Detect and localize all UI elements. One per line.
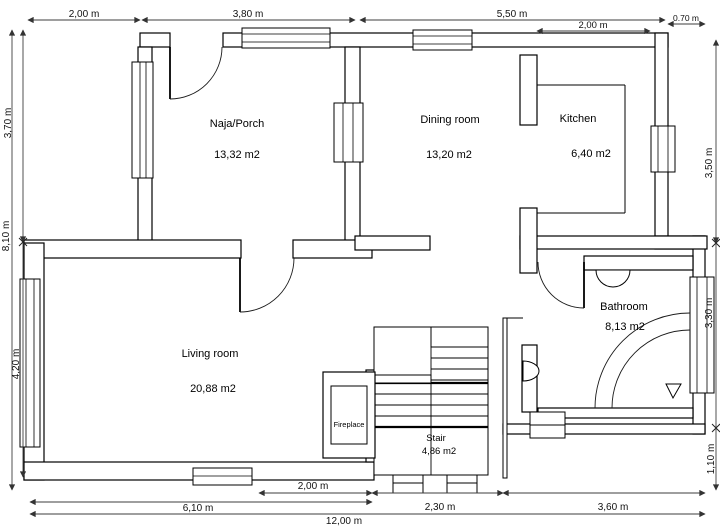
dim-label-top-right: 5,50 m [497, 9, 528, 20]
dim-label-left-upper: 3,70 m [3, 108, 14, 139]
windows [19, 27, 715, 486]
window-dining-top [412, 29, 473, 51]
wall-kitchen-south [519, 235, 708, 250]
room-area-kitchen: 6,40 m2 [571, 148, 611, 160]
door-porch-entry [169, 46, 223, 100]
window-kitchen-east [650, 125, 676, 173]
dim-label-top-step: 0.70 m [673, 13, 699, 23]
dim-label-bottom-total: 12,00 m [326, 516, 362, 527]
shower-enclosure-icon [594, 312, 691, 409]
dim-label-top-porch: 3,80 m [233, 9, 264, 20]
dim-label-bottom-right: 3,60 m [598, 502, 629, 513]
room-label-dining: Dining room [420, 114, 479, 126]
door-bathroom [537, 261, 585, 309]
wall-kitchen-stub-bottom [519, 207, 538, 274]
window-living-south [192, 467, 253, 486]
room-area-living: 20,88 m2 [190, 383, 236, 395]
dim-label-left-total: 8,10 m [1, 221, 12, 252]
dim-label-top-left-offset: 2,00 m [69, 9, 100, 20]
room-label-kitchen: Kitchen [560, 113, 597, 125]
dim-cross-left [18, 237, 28, 247]
dimension-lines [8, 16, 720, 518]
dim-label-bottom-left: 6,10 m [183, 503, 214, 514]
sink-icon [595, 269, 631, 288]
room-area-porch: 13,32 m2 [214, 149, 260, 161]
wall-bathroom-north [583, 255, 694, 271]
door-living-room [239, 257, 295, 313]
toilet-icon [522, 360, 540, 382]
fireplace-symbol [322, 371, 376, 459]
room-area-dining: 13,20 m2 [426, 149, 472, 161]
wall-living-north-left [23, 239, 242, 259]
room-area-bathroom: 8,13 m2 [605, 321, 645, 333]
window-porch-top [241, 27, 331, 49]
room-label-living: Living room [182, 348, 239, 360]
room-label-stair: Stair [426, 433, 446, 444]
labels: 2,00 m 3,80 m 5,50 m 0.70 m 2,00 m 3,70 … [1, 9, 717, 527]
wall-kitchen-stub-top [519, 54, 538, 126]
fixtures [322, 269, 691, 459]
dim-label-right-middle: 3,30 m [704, 298, 715, 329]
dim-label-bottom-stair: 2,30 m [425, 502, 456, 513]
entrance-steps [392, 474, 478, 494]
stair-treads-lower [374, 393, 488, 417]
room-label-bathroom: Bathroom [600, 301, 648, 313]
dim-label-bottom-window: 2,00 m [298, 481, 329, 492]
dim-label-left-lower: 4,20 m [11, 349, 22, 380]
window-porch-west [131, 61, 154, 179]
stair-left-header [373, 374, 432, 384]
kitchen-partition-lines [537, 84, 626, 214]
window-porch-dining [333, 102, 364, 163]
dim-cross-right-2 [711, 423, 720, 433]
doors [169, 46, 585, 313]
room-area-stair: 4,86 m2 [422, 446, 456, 457]
staircase [373, 326, 489, 494]
stair-treads-upper [431, 357, 488, 381]
dim-label-right-lower: 1,10 m [706, 444, 717, 475]
shower-drain-icon [665, 383, 682, 400]
dim-label-right-upper: 3,50 m [704, 148, 715, 179]
room-label-porch: Naja/Porch [210, 118, 264, 130]
wall-dining-south [354, 235, 431, 251]
stair-landing [430, 326, 489, 348]
dim-label-kitchen-width: 2,00 m [578, 20, 607, 31]
hall-radiator [529, 411, 566, 439]
dim-cross-right-1 [711, 238, 720, 248]
window-living-west [19, 278, 41, 448]
wall-top-left [139, 32, 171, 48]
wall-hall-east [502, 317, 508, 479]
fireplace-label: Fireplace [334, 420, 365, 429]
window-bathroom-east [689, 276, 715, 394]
